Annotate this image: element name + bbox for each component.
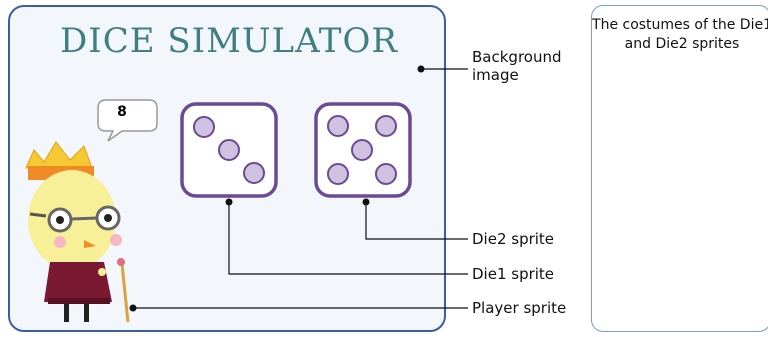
die2-pip: [327, 163, 349, 185]
die1-sprite: [180, 102, 278, 198]
costumes-panel: The costumes of the Die1 and Die2 sprite…: [591, 5, 768, 332]
label-background-line1: Background: [472, 48, 562, 66]
callout-die2: [362, 198, 468, 240]
label-background-line2: image: [472, 66, 519, 84]
speech-bubble: [97, 99, 158, 142]
die1-pip: [193, 116, 215, 138]
costumes-panel-title: The costumes of the Die1 and Die2 sprite…: [592, 17, 768, 52]
label-die1-sprite: Die1 sprite: [472, 265, 555, 283]
die2-sprite: [314, 102, 412, 198]
die2-pip: [375, 163, 397, 185]
callout-background: [417, 65, 468, 73]
stage-title: DICE SIMULATOR: [60, 21, 398, 61]
die1-pip: [243, 162, 265, 184]
label-die2-sprite: Die2 sprite: [472, 230, 555, 248]
label-background-image: Background image: [472, 48, 562, 84]
speech-bubble-value: 8: [117, 104, 127, 120]
label-player-sprite: Player sprite: [472, 299, 567, 317]
die2-pip: [375, 115, 397, 137]
die2-pip: [327, 115, 349, 137]
callout-die1: [225, 198, 468, 275]
die2-pip: [351, 139, 373, 161]
die1-pip: [218, 139, 240, 161]
callout-player: [129, 304, 468, 312]
player-sprite: [25, 141, 130, 323]
